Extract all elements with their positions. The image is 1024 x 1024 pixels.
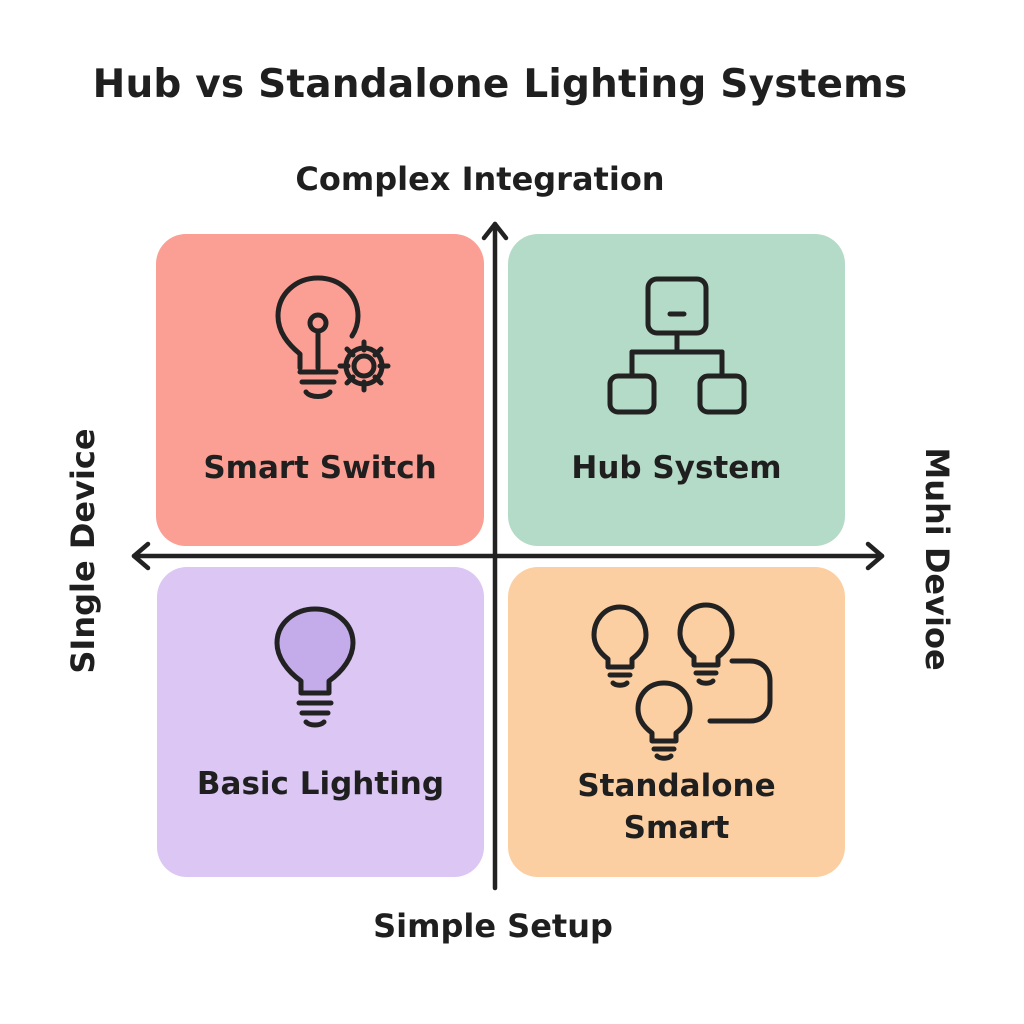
lightbulb-gear-icon <box>275 275 391 399</box>
horizontal-axis-arrow-left <box>131 541 151 571</box>
axis-label-top: Complex Integration <box>295 160 665 198</box>
hub-network-icon <box>607 276 747 415</box>
diagram-title: Hub vs Standalone Lighting Systems <box>92 62 908 107</box>
multiple-bulbs-icon <box>591 602 773 761</box>
quadrant-standalone-smart: Standalone Smart <box>508 567 845 877</box>
axis-label-bottom: Simple Setup <box>373 907 613 945</box>
quadrant-label-line-2: Smart <box>623 810 730 846</box>
vertical-axis-arrow-up <box>481 221 509 241</box>
lightbulb-icon <box>274 606 356 728</box>
quadrant-label-smart-switch: Smart Switch <box>203 450 437 486</box>
quadrant-label-hub-system: Hub System <box>571 450 782 486</box>
quadrant-label-basic-lighting: Basic Lighting <box>196 766 445 802</box>
quadrant-hub-system: Hub System <box>508 234 845 546</box>
quadrant-basic-lighting: Basic Lighting <box>157 567 484 877</box>
horizontal-axis-arrow-right <box>865 541 885 571</box>
quadrant-smart-switch: Smart Switch <box>156 234 484 546</box>
quadrant-label-line-1: Standalone <box>577 768 776 804</box>
quadrant-label-standalone-smart: Standalone Smart <box>508 765 845 849</box>
